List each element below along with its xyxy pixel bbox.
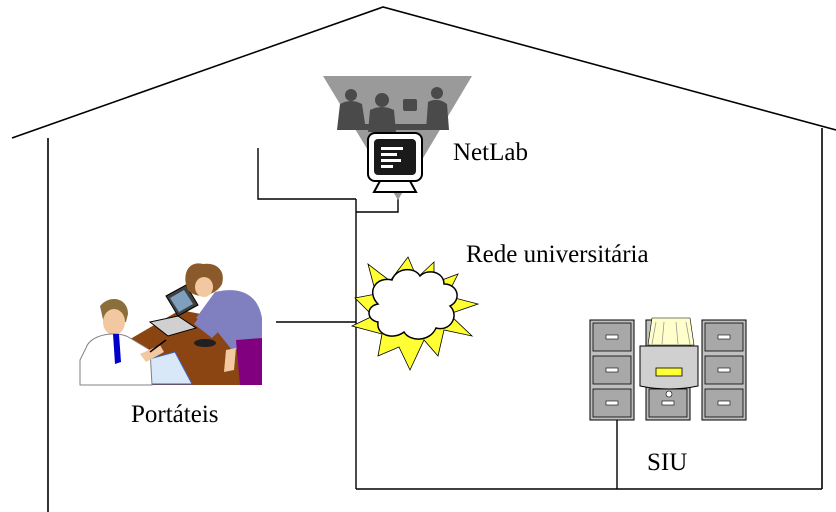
network-connections [257, 148, 822, 490]
man-figure [79, 299, 167, 386]
papers [647, 317, 695, 346]
house-roof [11, 6, 836, 139]
netlab-connection [257, 148, 356, 200]
cloud-shape [368, 268, 458, 340]
house-outline [11, 6, 836, 512]
silhouettes [337, 87, 449, 132]
woman-figure [185, 263, 262, 385]
monitor-icon [367, 132, 423, 193]
meeting-with-monitor-icon [323, 76, 472, 200]
laptop-icon [148, 284, 199, 337]
monitor-to-backbone [356, 198, 399, 213]
netlab-label: NetLab [453, 139, 528, 166]
laptops-label: Portáteis [131, 401, 219, 428]
filing-cabinets-icon [589, 317, 747, 421]
open-drawer [639, 345, 699, 390]
siu-label: SIU [647, 449, 688, 476]
cabinet-right [701, 319, 747, 421]
people-with-laptop-icon [79, 263, 262, 386]
cabinet-left [589, 319, 635, 421]
cabinet-center [639, 317, 699, 421]
cloud-burst-icon [350, 256, 480, 371]
network-label: Rede universitária [466, 241, 649, 268]
